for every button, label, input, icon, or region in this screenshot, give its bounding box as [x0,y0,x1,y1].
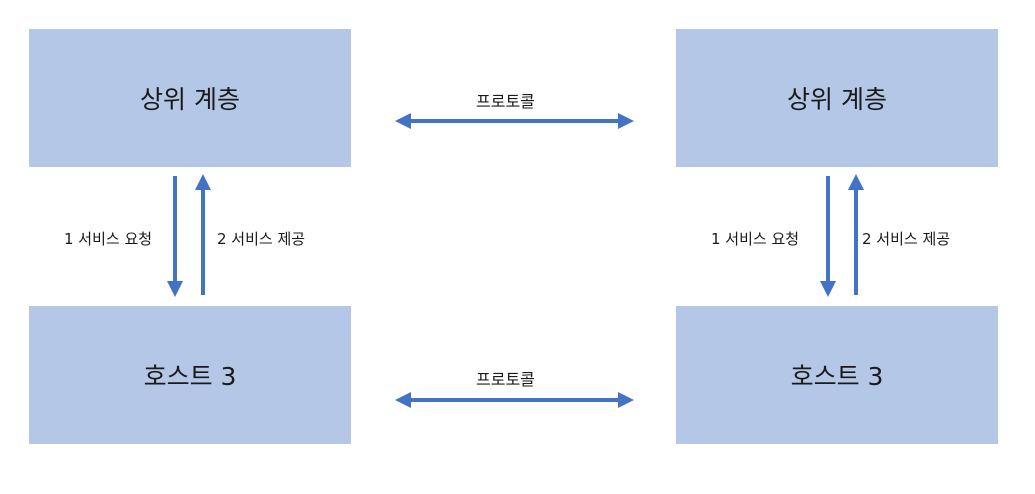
top-protocol-label: 프로토콜 [476,92,535,111]
right-provide-label: 2 서비스 제공 [862,230,951,248]
right-upper-layer-label: 상위 계층 [787,85,887,114]
right-host-label: 호스트 3 [790,362,884,391]
bottom-protocol-label: 프로토콜 [476,370,535,389]
left-upper-layer-label: 상위 계층 [140,85,240,114]
left-request-label: 1 서비스 요청 [64,230,153,248]
right-upper-layer-box: 상위 계층 [676,29,998,167]
left-upper-layer-box: 상위 계층 [29,29,351,167]
left-host-label: 호스트 3 [143,362,237,391]
left-host-box: 호스트 3 [29,306,351,444]
left-provide-label: 2 서비스 제공 [217,230,306,248]
right-host-box: 호스트 3 [676,306,998,444]
right-request-label: 1 서비스 요청 [711,230,800,248]
